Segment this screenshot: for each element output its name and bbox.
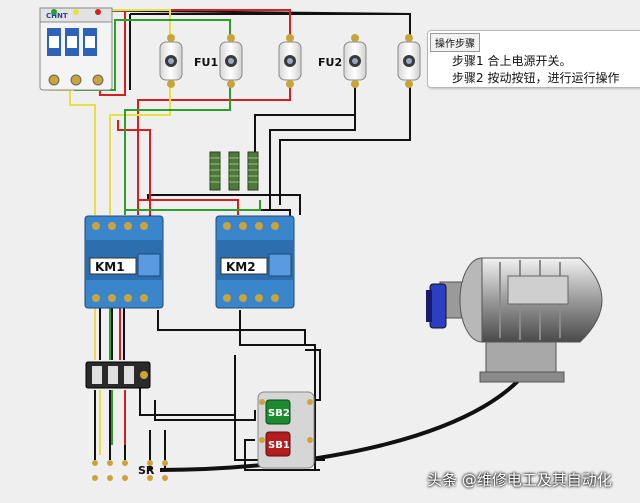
step-2-text: 步骤2 按动按钮，进行运行操作 <box>452 71 620 85</box>
fuse-fu1-c[interactable] <box>278 34 302 88</box>
thermal-relay[interactable] <box>85 361 151 389</box>
fu2-label: FU2 <box>318 56 342 69</box>
contactor-km2[interactable]: KM2 <box>215 215 295 309</box>
panel-tab[interactable]: 操作步骤 <box>430 33 480 52</box>
fu1-label: FU1 <box>194 56 218 69</box>
fuse-fu1-a[interactable] <box>159 34 183 88</box>
sb2-button[interactable]: SB2 <box>265 399 291 425</box>
fuse-fu1-b[interactable] <box>219 34 243 88</box>
terminal-block <box>92 460 168 481</box>
motor-cable <box>159 349 542 472</box>
sb1-button[interactable]: SB1 <box>265 431 291 457</box>
fuse-fu2-a[interactable] <box>343 34 367 88</box>
breaker-brand-label: CHNT <box>46 12 68 20</box>
sb1-label: SB1 <box>268 440 290 451</box>
step-1-text: 步骤1 合上电源开关。 <box>452 54 572 68</box>
operation-steps-panel: 操作步骤 步骤1 合上电源开关。 步骤2 按动按钮，进行运行操作 <box>427 30 640 88</box>
fuse-fu2-b[interactable] <box>397 34 421 88</box>
resistor-bank <box>209 151 259 191</box>
watermark: 头条 @维修电工及其自动化 <box>427 471 612 489</box>
km1-label: KM1 <box>95 260 125 274</box>
km2-label: KM2 <box>226 260 256 274</box>
motor[interactable] <box>426 257 603 383</box>
sb2-label: SB2 <box>268 408 290 419</box>
circuit-breaker[interactable]: CHNT <box>39 7 113 91</box>
contactor-km1[interactable]: KM1 <box>84 215 164 309</box>
sr-label: SR <box>138 464 155 477</box>
